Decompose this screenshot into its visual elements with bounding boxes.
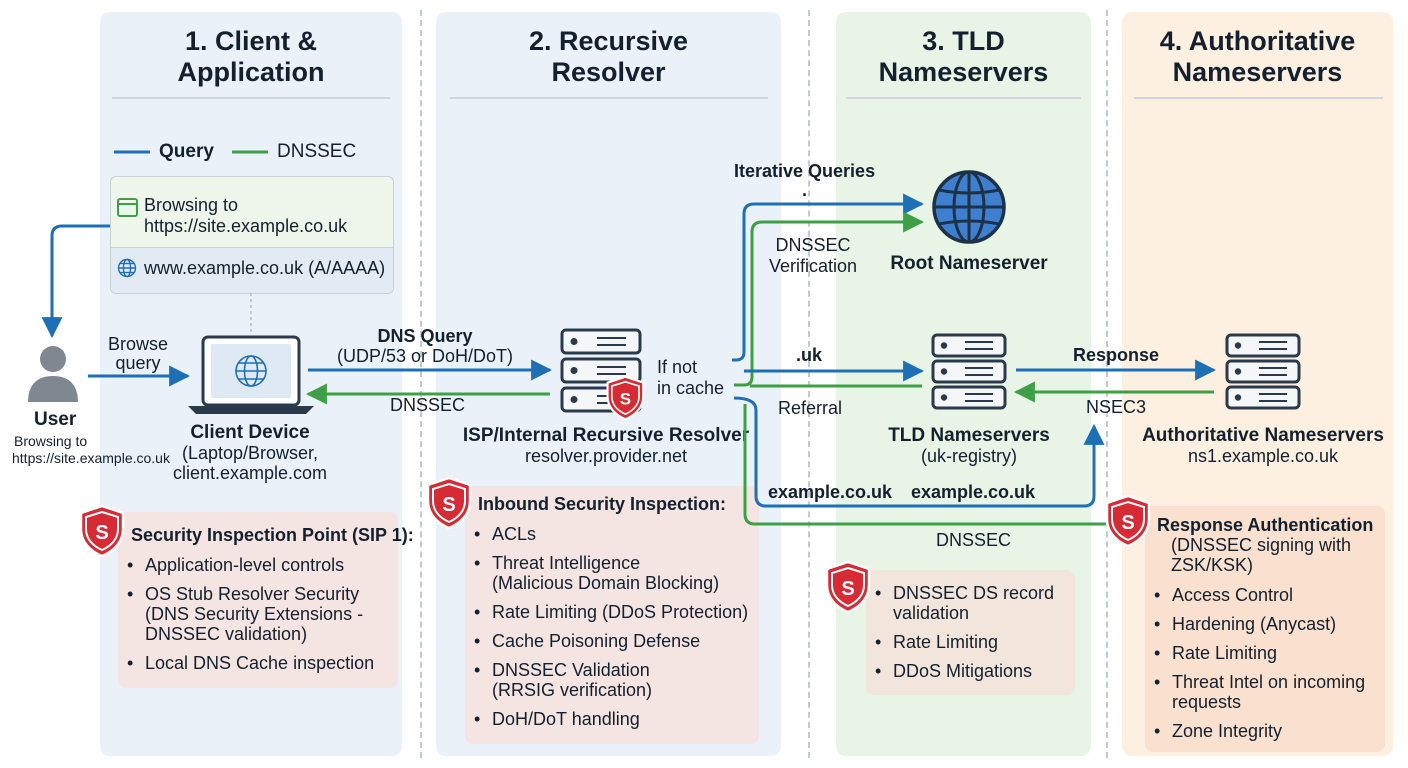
user-label: User bbox=[34, 409, 77, 430]
dns-record-label: www.example.co.uk (A/AAAA) bbox=[144, 258, 386, 278]
column-title-client: 1. Client &Application bbox=[177, 26, 325, 87]
response-label: Response bbox=[1073, 345, 1160, 365]
referral-label: Referral bbox=[778, 398, 843, 418]
column-divider bbox=[808, 10, 810, 758]
auth-security-item: Hardening (Anycast) bbox=[1152, 614, 1384, 634]
legend-dnssec-label: DNSSEC bbox=[277, 141, 357, 162]
auth-security-item: Access Control bbox=[1152, 585, 1384, 605]
laptop-icon bbox=[188, 335, 314, 414]
title-divider bbox=[1134, 97, 1383, 99]
sip1-list: Application-level controls OS Stub Resol… bbox=[125, 555, 395, 682]
tld-registry-label: (uk-registry) bbox=[920, 446, 1017, 466]
client-device-line-2: (Laptop/Browser, bbox=[181, 443, 319, 463]
legend-query-label: Query bbox=[159, 141, 214, 162]
browse-query-label-2: query bbox=[115, 353, 161, 373]
authoritative-host: ns1.example.co.uk bbox=[1187, 446, 1339, 466]
authoritative-query-arrow bbox=[733, 396, 1105, 508]
svg-text:S: S bbox=[442, 494, 455, 516]
svg-text:S: S bbox=[620, 390, 631, 409]
auth-security-title-2: (DNSSEC signing with bbox=[1171, 535, 1352, 555]
column-divider bbox=[420, 10, 422, 758]
inbound-item: DNSSEC Validation (RRSIG verification) bbox=[472, 660, 756, 700]
auth-security-title-3: ZSK/KSK) bbox=[1171, 555, 1254, 575]
inbound-item: Cache Poisoning Defense bbox=[472, 631, 756, 651]
sip1-title: Security Inspection Point (SIP 1): bbox=[131, 525, 414, 545]
dns-record-row bbox=[111, 247, 393, 293]
dnssec-verification-label-2: Verification bbox=[768, 256, 858, 276]
inbound-item: DoH/DoT handling bbox=[472, 709, 756, 729]
title-divider bbox=[112, 97, 390, 99]
sip1-item: Application-level controls bbox=[125, 555, 395, 575]
user-icon bbox=[28, 346, 78, 402]
shield-icon: S bbox=[426, 476, 472, 530]
tld-security-item: Rate Limiting bbox=[873, 632, 1073, 652]
uk-zone-label: .uk bbox=[796, 345, 823, 365]
title-divider bbox=[450, 97, 768, 99]
dnssec-bottom-line bbox=[743, 404, 1106, 526]
example-domain-label-right: example.co.uk bbox=[911, 482, 1036, 502]
authoritative-nameservers-title: Authoritative Nameservers bbox=[1142, 425, 1384, 446]
dnssec-bottom-label: DNSSEC bbox=[936, 530, 1012, 550]
client-device-title: Client Device bbox=[190, 422, 310, 443]
dnssec-verification-arrow bbox=[734, 211, 925, 387]
shield-icon: S bbox=[825, 560, 871, 614]
resolver-title: ISP/Internal Recursive Resolver bbox=[462, 425, 750, 446]
svg-text:S: S bbox=[95, 522, 108, 544]
shield-icon: S bbox=[606, 375, 645, 421]
globe-icon bbox=[235, 355, 267, 387]
inbound-inspection-list: ACLs Threat Intelligence (Malicious Doma… bbox=[472, 524, 756, 738]
root-nameserver-title: Root Nameserver bbox=[890, 253, 1048, 274]
cache-miss-label-2: in cache bbox=[657, 378, 725, 398]
iterative-queries-label: Iterative Queries bbox=[734, 161, 876, 181]
dns-query-label: DNS Query bbox=[377, 326, 473, 346]
root-globe-icon bbox=[932, 170, 1006, 244]
user-note-line-1: Browsing to bbox=[14, 433, 88, 449]
root-zone-dot-label: . bbox=[802, 180, 808, 200]
dns-query-protocol-label: (UDP/53 or DoH/DoT) bbox=[336, 346, 514, 366]
cache-miss-label-1: If not bbox=[657, 357, 698, 377]
browser-window-icon bbox=[117, 198, 138, 217]
browser-url: https://site.example.co.uk bbox=[144, 216, 348, 236]
dnssec-verification-label-1: DNSSEC bbox=[775, 235, 851, 255]
tld-security-item: DDoS Mitigations bbox=[873, 661, 1073, 681]
example-domain-label-left: example.co.uk bbox=[768, 482, 893, 502]
iterative-query-arrow bbox=[732, 193, 925, 362]
title-divider bbox=[846, 97, 1081, 99]
globe-icon bbox=[117, 258, 137, 278]
browser-request-box bbox=[110, 176, 394, 294]
inbound-item: ACLs bbox=[472, 524, 756, 544]
nsec3-label: NSEC3 bbox=[1086, 397, 1147, 417]
auth-security-list: Access Control Hardening (Anycast) Rate … bbox=[1152, 585, 1384, 750]
auth-security-title-1: Response Authentication bbox=[1157, 515, 1374, 535]
tld-server-icon bbox=[931, 333, 1007, 410]
client-device-host: client.example.com bbox=[172, 463, 328, 483]
sip1-item: OS Stub Resolver Security (DNS Security … bbox=[125, 584, 395, 644]
shield-icon: S bbox=[1105, 494, 1151, 548]
column-divider bbox=[1106, 10, 1108, 758]
svg-text:S: S bbox=[1121, 512, 1134, 534]
resolver-host: resolver.provider.net bbox=[524, 446, 688, 466]
browser-line-1: Browsing to bbox=[144, 195, 239, 215]
tld-security-list: DNSSEC DS record validation Rate Limitin… bbox=[873, 583, 1073, 690]
browse-query-label-1: Browse bbox=[107, 334, 169, 354]
authoritative-server-icon bbox=[1225, 333, 1301, 410]
inbound-inspection-title: Inbound Security Inspection: bbox=[478, 494, 727, 514]
shield-icon: S bbox=[79, 504, 125, 558]
sip1-item: Local DNS Cache inspection bbox=[125, 653, 395, 673]
dnssec-return-label: DNSSEC bbox=[390, 395, 466, 415]
browse-arrow-down bbox=[41, 224, 110, 339]
tld-security-item: DNSSEC DS record validation bbox=[873, 583, 1073, 623]
inbound-item: Rate Limiting (DDoS Protection) bbox=[472, 602, 756, 622]
auth-security-item: Zone Integrity bbox=[1152, 721, 1384, 741]
svg-text:S: S bbox=[841, 578, 854, 600]
tld-nameservers-title: TLD Nameservers bbox=[888, 425, 1050, 446]
auth-security-item: Rate Limiting bbox=[1152, 643, 1384, 663]
auth-security-item: Threat Intel on incoming requests bbox=[1152, 672, 1384, 712]
inbound-item: Threat Intelligence (Malicious Domain Bl… bbox=[472, 553, 756, 593]
user-note-line-2: https://site.example.co.uk bbox=[12, 450, 170, 466]
